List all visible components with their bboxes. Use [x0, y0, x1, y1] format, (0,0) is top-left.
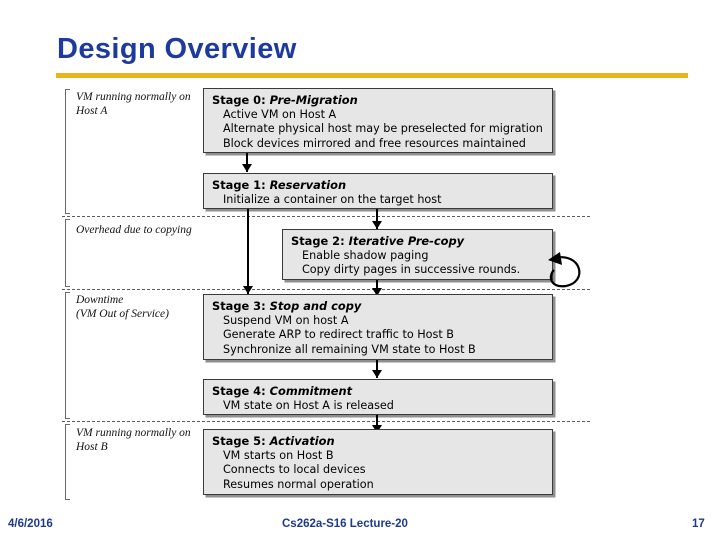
stage-0-line-1: Alternate physical host may be preselect… [223, 122, 543, 136]
phase-label-overhead-copying: Overhead due to copying [76, 224, 192, 236]
phase-label-vm-running-host-b: VM running normally on Host B [76, 427, 191, 453]
stage-box-1[interactable]: Stage 1: Reservation Initialize a contai… [203, 173, 553, 209]
stage-1-number: Stage 1: [212, 178, 266, 192]
arrow-stage1-to-stage3-head [243, 286, 253, 294]
arrow-stage0-to-stage1-shaft [246, 153, 248, 172]
stage-1-line-0: Initialize a container on the target hos… [223, 192, 442, 206]
stage-5-line-0: VM starts on Host B [223, 448, 334, 462]
arrow-stage1-to-stage2-head [372, 221, 382, 229]
footer-course-label: Cs262a-S16 Lecture-20 [282, 518, 408, 530]
stage-2-name: Iterative Pre-copy [348, 234, 465, 248]
stage-box-5[interactable]: Stage 5: Activation VM starts on Host B … [203, 429, 553, 495]
stage-1-name: Reservation [269, 178, 347, 192]
phase-label-downtime: Downtime (VM Out of Service) [76, 294, 169, 320]
stage-5-title: Stage 5: Activation [212, 434, 546, 449]
phase-brace-2 [65, 219, 70, 287]
stage-0-title: Stage 0: Pre-Migration [212, 93, 546, 108]
stage-3-name: Stop and copy [269, 299, 362, 313]
arrow-stage4-to-stage5-shaft [376, 415, 378, 433]
stage-0-line-0: Active VM on Host A [223, 107, 337, 121]
phase-brace-3 [65, 292, 70, 419]
stage-4-line-0: VM state on Host A is released [223, 398, 394, 412]
stage-box-4[interactable]: Stage 4: Commitment VM state on Host A i… [203, 379, 553, 415]
stage-0-name: Pre-Migration [269, 93, 358, 107]
stage-3-number: Stage 3: [212, 299, 266, 313]
stage-3-line-2: Synchronize all remaining VM state to Ho… [223, 343, 476, 357]
divider-downtime-start [62, 289, 590, 290]
stage-0-number: Stage 0: [212, 93, 266, 107]
stage-5-line-1: Connects to local devices [223, 463, 366, 477]
divider-overhead-start [62, 216, 590, 217]
divider-downtime-end [62, 421, 590, 422]
phase-brace-4 [65, 424, 70, 500]
stage-box-3[interactable]: Stage 3: Stop and copy Suspend VM on hos… [203, 294, 553, 360]
stage-5-line-2: Resumes normal operation [223, 478, 374, 492]
stage-1-title: Stage 1: Reservation [212, 178, 546, 193]
stage-box-2[interactable]: Stage 2: Iterative Pre-copy Enable shado… [282, 229, 553, 280]
footer-page-number: 17 [692, 518, 705, 530]
arrow-stage3-to-stage4-head [372, 370, 382, 378]
stage-5-name: Activation [269, 434, 335, 448]
arrow-stage1-to-stage2-shaft [376, 209, 378, 229]
stage-box-0[interactable]: Stage 0: Pre-Migration Active VM on Host… [203, 88, 553, 153]
arrow-stage0-to-stage1-head [242, 164, 252, 172]
stage-2-title: Stage 2: Iterative Pre-copy [291, 234, 546, 249]
stage-2-number: Stage 2: [291, 234, 345, 248]
stage-0-line-2: Block devices mirrored and free resource… [223, 137, 526, 151]
stage-4-number: Stage 4: [212, 384, 266, 398]
arrow-stage2-to-stage3-head [372, 288, 382, 296]
stage-4-name: Commitment [269, 384, 353, 398]
phase-brace-1 [65, 89, 70, 214]
stage-5-number: Stage 5: [212, 434, 266, 448]
page-title: Design Overview [57, 33, 297, 65]
title-underline-rule [56, 73, 688, 78]
arrow-stage1-to-stage3-shaft [247, 209, 249, 294]
stage-2-line-0: Enable shadow paging [302, 248, 429, 262]
stage-4-title: Stage 4: Commitment [212, 384, 546, 399]
stage-3-title: Stage 3: Stop and copy [212, 299, 546, 314]
phase-label-vm-running-host-a: VM running normally on Host A [76, 91, 191, 117]
stage-3-line-0: Suspend VM on host A [223, 313, 349, 327]
stage-3-line-1: Generate ARP to redirect traffic to Host… [223, 328, 454, 342]
footer-date: 4/6/2016 [8, 518, 53, 530]
stage2-loop-arrow-icon [548, 252, 581, 288]
arrow-stage3-to-stage4-shaft [376, 360, 378, 378]
stage-2-line-1: Copy dirty pages in successive rounds. [302, 263, 521, 277]
